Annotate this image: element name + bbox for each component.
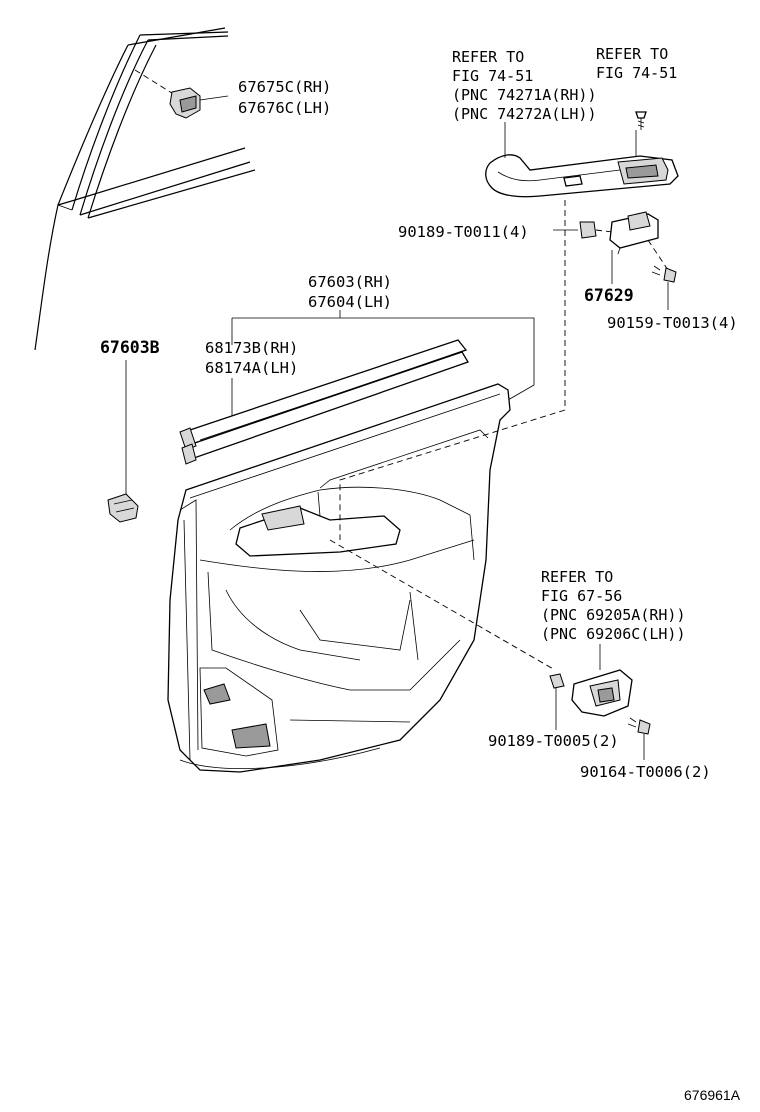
refer-c-line3: (PNC 69205A(RH)) (541, 606, 686, 624)
handle-clip-label: 90189-T0005(2) (488, 732, 619, 750)
screw-clip-part (553, 221, 597, 239)
refer-a-line2: FIG 74-51 (452, 67, 533, 85)
bracket-part (595, 211, 669, 284)
refer-b-line2: FIG 74-51 (596, 64, 677, 82)
inside-handle-part (571, 644, 633, 717)
clip-rh-label: 67675C(RH) (238, 78, 331, 96)
armrest-switch-base (485, 122, 679, 198)
refer-b-line1: REFER TO (596, 45, 668, 63)
handle-to-board-dashed (329, 539, 556, 671)
handle-screw-label: 90164-T0006(2) (580, 763, 711, 781)
board-rh-label: 67603(RH) (308, 273, 392, 291)
screw-clip-label: 90189-T0011(4) (398, 223, 529, 241)
top-screw-part (635, 111, 647, 130)
weatherstrip-part (179, 339, 469, 465)
handle-screw-part (627, 717, 651, 760)
bracket-label: 67629 (584, 286, 634, 305)
refer-a-line4: (PNC 74272A(LH)) (452, 105, 597, 123)
figure-number: 676961A (684, 1087, 741, 1103)
refer-c-line1: REFER TO (541, 568, 613, 586)
weatherstrip-lh-label: 68174A(LH) (205, 359, 298, 377)
board-lh-label: 67604(LH) (308, 293, 392, 311)
refer-a-line3: (PNC 74271A(RH)) (452, 86, 597, 104)
refer-c-line2: FIG 67-56 (541, 587, 622, 605)
door-frame (34, 27, 256, 351)
clip-lh-label: 67676C(LH) (238, 99, 331, 117)
refer-c-line4: (PNC 69206C(LH)) (541, 625, 686, 643)
door-trim-board (167, 383, 511, 773)
refer-a-line1: REFER TO (452, 48, 524, 66)
board-clip-part (107, 493, 139, 523)
upper-clip-part (134, 69, 229, 119)
bracket-screw-label: 90159-T0013(4) (607, 314, 738, 332)
handle-clip-part (549, 673, 565, 730)
bracket-screw-part (651, 265, 677, 310)
board-leader (232, 310, 535, 401)
weatherstrip-rh-label: 68173B(RH) (205, 339, 298, 357)
board-clip-label: 67603B (100, 338, 160, 357)
switch-to-board-dashed (339, 200, 566, 540)
